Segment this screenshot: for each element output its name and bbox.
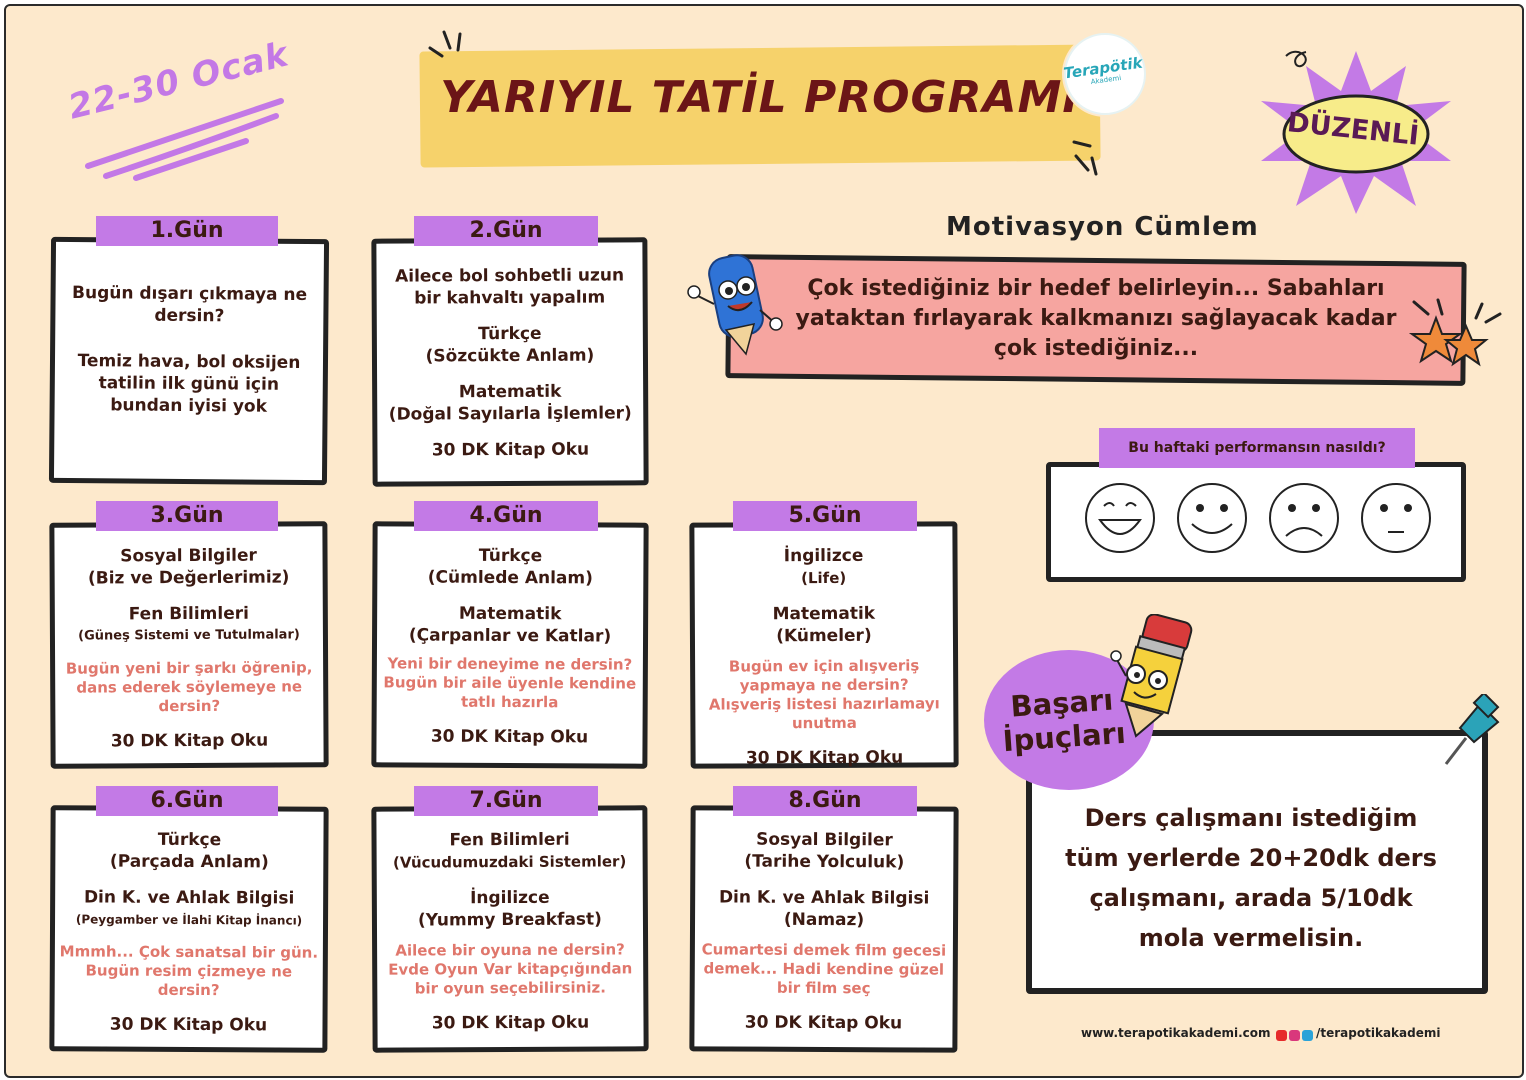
day-1-line-1: Bugün dışarı çıkmaya ne dersin? [71,282,308,327]
day-6-body: Türkçe (Parçada Anlam) Din K. ve Ahlak B… [54,828,323,1036]
day-4-line-4: (Çarpanlar ve Katlar) [408,625,612,647]
day-4-tip: Yeni bir deneyime ne dersin? Bugün bir a… [383,654,637,712]
day-7-read: 30 DK Kitap Oku [431,1012,590,1034]
day-4-body: Türkçe (Cümlede Anlam) Matematik (Çarpan… [376,544,643,748]
day-8-line-3: Din K. ve Ahlak Bilgisi [718,887,930,909]
day-2-line-5: (Doğal Sayılarla İşlemler) [388,403,632,425]
day-8-line-1: Sosyal Bilgiler [756,829,893,851]
day-7-line-4: (Yummy Breakfast) [417,909,602,931]
day-5-body: İngilizce (Life) Matematik (Kümeler) Bug… [694,544,953,769]
day-4-tab: 4.Gün [414,501,598,531]
day-3-body: Sosyal Bilgiler (Biz ve Değerlerimiz) Fe… [54,544,323,752]
spark-lines-icon [1072,140,1098,176]
day-8-tab: 8.Gün [733,786,917,816]
website-link[interactable]: www.terapotikakademi.com [1081,1026,1271,1040]
day-8-line-2: (Tarihe Yolculuk) [744,851,905,873]
day-3-line-1: Sosyal Bilgiler [120,545,257,567]
day-1-line-2: Temiz hava, bol oksijen tatilin ilk günü… [77,351,301,417]
day-2-line-3: (Sözcükte Anlam) [425,345,595,367]
day-2-body: Ailece bol sohbetli uzun bir kahvaltı ya… [376,264,643,461]
day-7-tip: Ailece bir oyuna ne dersin? Evde Oyun Va… [388,940,633,998]
spark-lines-icon [428,30,462,58]
day-7-line-3: İngilizce [469,887,550,909]
day-8-body: Sosyal Bilgiler (Tarihe Yolculuk) Din K.… [694,828,953,1034]
day-3-read: 30 DK Kitap Oku [110,730,269,752]
day-5-line-2: (Life) [801,568,847,588]
day-8-read: 30 DK Kitap Oku [744,1012,903,1034]
neutral-face-icon[interactable] [1361,483,1431,553]
day-3-tab: 3.Gün [96,501,278,531]
day-6-line-1: Türkçe [157,829,222,851]
day-2-line-4: Matematik [458,381,562,403]
instagram-icon[interactable] [1289,1030,1300,1041]
day-5-tip: Bugün ev için alışveriş yapmaya ne dersi… [708,656,940,733]
day-card-3: Sosyal Bilgiler (Biz ve Değerlerimiz) Fe… [49,521,329,769]
day-4-read: 30 DK Kitap Oku [430,726,589,748]
scribble-decoration [85,98,284,181]
day-6-read: 30 DK Kitap Oku [109,1014,268,1036]
day-6-tab: 6.Gün [96,786,278,816]
day-card-8: Sosyal Bilgiler (Tarihe Yolculuk) Din K.… [689,805,959,1053]
day-5-line-3: Matematik [772,603,876,625]
day-3-line-4: (Güneş Sistemi ve Tutulmalar) [78,627,300,644]
day-2-line-2: Türkçe [478,323,542,345]
day-3-line-3: Fen Bilimleri [128,603,249,625]
face-row [1085,483,1431,553]
page-title: YARIYIL TATİL PROGRAMI [440,72,1080,123]
day-6-line-2: (Parçada Anlam) [109,851,269,873]
day-card-7: Fen Bilimleri (Vücudumuzdaki Sistemler) … [371,805,649,1053]
day-6-line-4: (Peygamber ve İlahi Kitap İnancı) [75,912,303,928]
logo-circle [1064,33,1146,115]
day-4-line-2: (Cümlede Anlam) [427,567,593,589]
day-7-tab: 7.Gün [414,786,598,816]
tips-text: Ders çalışmanı istediğim tüm yerlerde 20… [1065,804,1437,952]
youtube-icon[interactable] [1276,1030,1287,1041]
smiling-face-icon[interactable] [1177,483,1247,553]
day-8-line-4: (Namaz) [783,909,865,931]
day-2-line-1: Ailece bol sohbetli uzun bir kahvaltı ya… [395,265,625,309]
day-1-tab: 1.Gün [96,216,278,246]
day-card-6: Türkçe (Parçada Anlam) Din K. ve Ahlak B… [49,805,329,1053]
day-6-line-3: Din K. ve Ahlak Bilgisi [83,887,295,909]
day-7-line-1: Fen Bilimleri [449,829,570,851]
telegram-icon[interactable] [1302,1030,1313,1041]
day-7-body: Fen Bilimleri (Vücudumuzdaki Sistemler) … [376,828,643,1034]
stars-icon [1408,298,1502,367]
social-handle[interactable]: /terapotikakademi [1316,1026,1441,1040]
day-card-4: Türkçe (Cümlede Anlam) Matematik (Çarpan… [371,521,649,769]
day-8-tip: Cumartesi demek film gecesi demek... Had… [701,940,947,998]
day-card-1: Bugün dışarı çıkmaya ne dersin? Temiz ha… [48,236,330,486]
motivation-text: Çok istediğiniz bir hedef belirleyin... … [795,276,1397,361]
day-7-line-2: (Vücudumuzdaki Sistemler) [392,852,627,872]
day-card-5: İngilizce (Life) Matematik (Kümeler) Bug… [689,521,959,769]
day-4-line-3: Matematik [458,603,562,625]
poster: 22-30 Ocak YARIYIL TATİL PROGRAMI Terapö… [4,4,1524,1078]
day-4-line-1: Türkçe [478,545,543,567]
day-2-tab: 2.Gün [414,216,598,246]
day-1-body: Bugün dışarı çıkmaya ne dersin? Temiz ha… [55,282,324,418]
day-5-line-4: (Kümeler) [776,625,872,647]
frowning-face-icon[interactable] [1269,483,1339,553]
day-2-read: 30 DK Kitap Oku [431,439,590,461]
day-card-2: Ailece bol sohbetli uzun bir kahvaltı ya… [371,237,649,487]
pencil-mascot-icon [1110,614,1193,738]
pushpin-icon [1444,694,1500,765]
motivation-title: Motivasyon Cümlem [946,212,1259,242]
pencil-character-icon [687,254,783,356]
day-3-tip: Bugün yeni bir şarkı öğrenip, dans edere… [65,658,313,716]
day-5-tab: 5.Gün [733,501,917,531]
laughing-face-icon[interactable] [1085,483,1155,553]
day-5-read: 30 DK Kitap Oku [745,747,904,769]
day-6-tip: Mmmh... Çok sanatsal bir gün. Bugün resi… [59,942,319,1000]
tips-title-bubble [984,650,1154,790]
performance-question: Bu haftaki performansın nasıldı? [1099,428,1415,468]
day-5-line-1: İngilizce [783,545,864,567]
burst-badge-icon [1261,50,1451,214]
day-3-line-2: (Biz ve Değerlerimiz) [87,567,290,589]
social-icons [1276,1026,1316,1042]
